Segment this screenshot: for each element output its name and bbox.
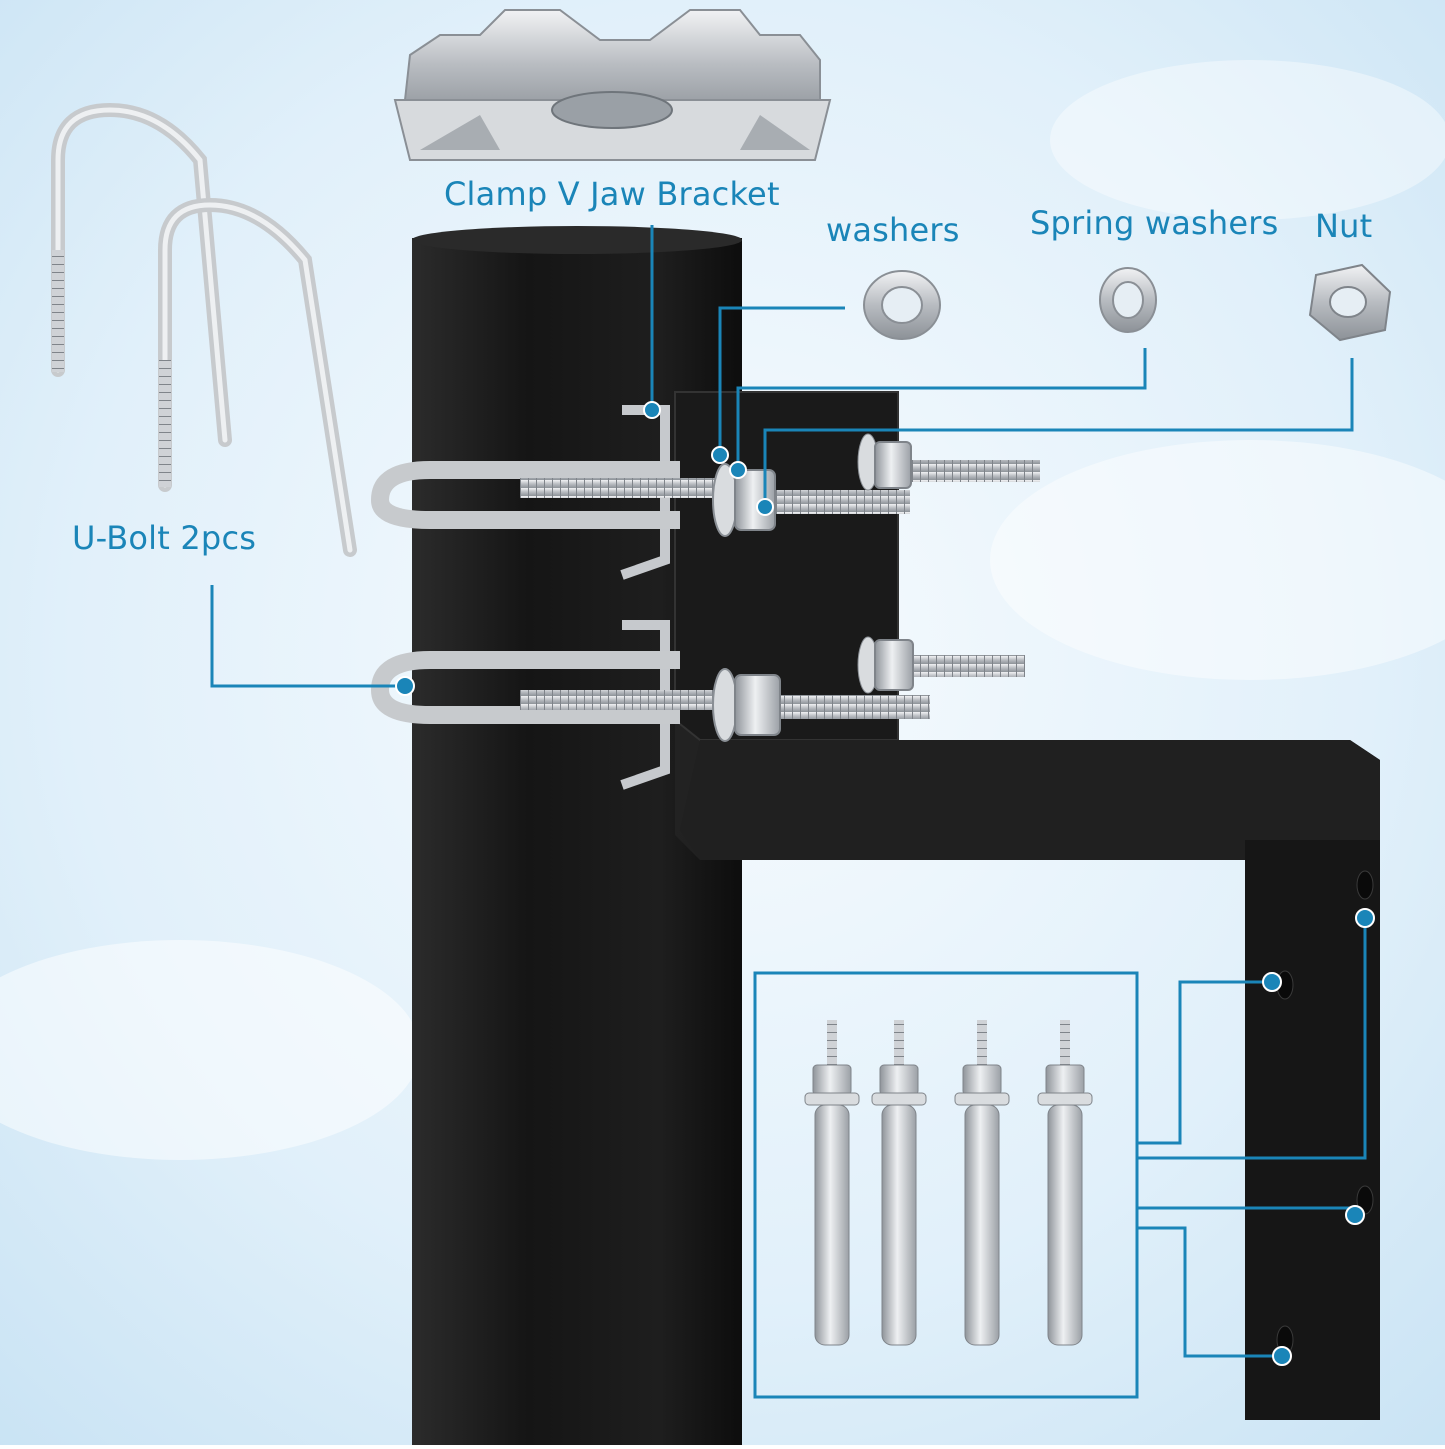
callout-line-washers [718,306,845,452]
label-clamp-v-jaw-bracket: Clamp V Jaw Bracket [444,175,780,213]
label-spring-washers: Spring washers [1030,204,1279,242]
clamp-v-jaw-bracket-image [393,9,832,161]
u-bolt-pair-image [51,102,357,557]
bolt-assemblies [712,433,1040,742]
anchor-bolts-frame [753,971,1139,1399]
callout-line-ubolt [210,585,405,688]
label-washers: washers [826,211,960,249]
spring-washer-image [1099,267,1157,333]
cloud [990,440,1445,680]
callout-lines [210,225,1367,1358]
cloud [0,940,420,1160]
callout-line-anchor-1 [1137,980,1272,1145]
expansion-anchor-bolts-image [804,1020,1093,1346]
label-u-bolt: U-Bolt 2pcs [72,519,257,557]
callout-line-spring-washers [736,348,1147,468]
callout-line-anchor-2 [1137,918,1367,1160]
cloud [1050,60,1445,220]
callout-dots [395,401,1375,1366]
callout-line-nut [763,358,1354,505]
nut-image [1308,263,1392,342]
washer-image [863,270,941,340]
callout-line-anchor-4 [1137,1226,1282,1358]
pole-top [412,226,742,254]
label-nut: Nut [1315,207,1373,245]
u-bolt-installed [370,461,720,724]
